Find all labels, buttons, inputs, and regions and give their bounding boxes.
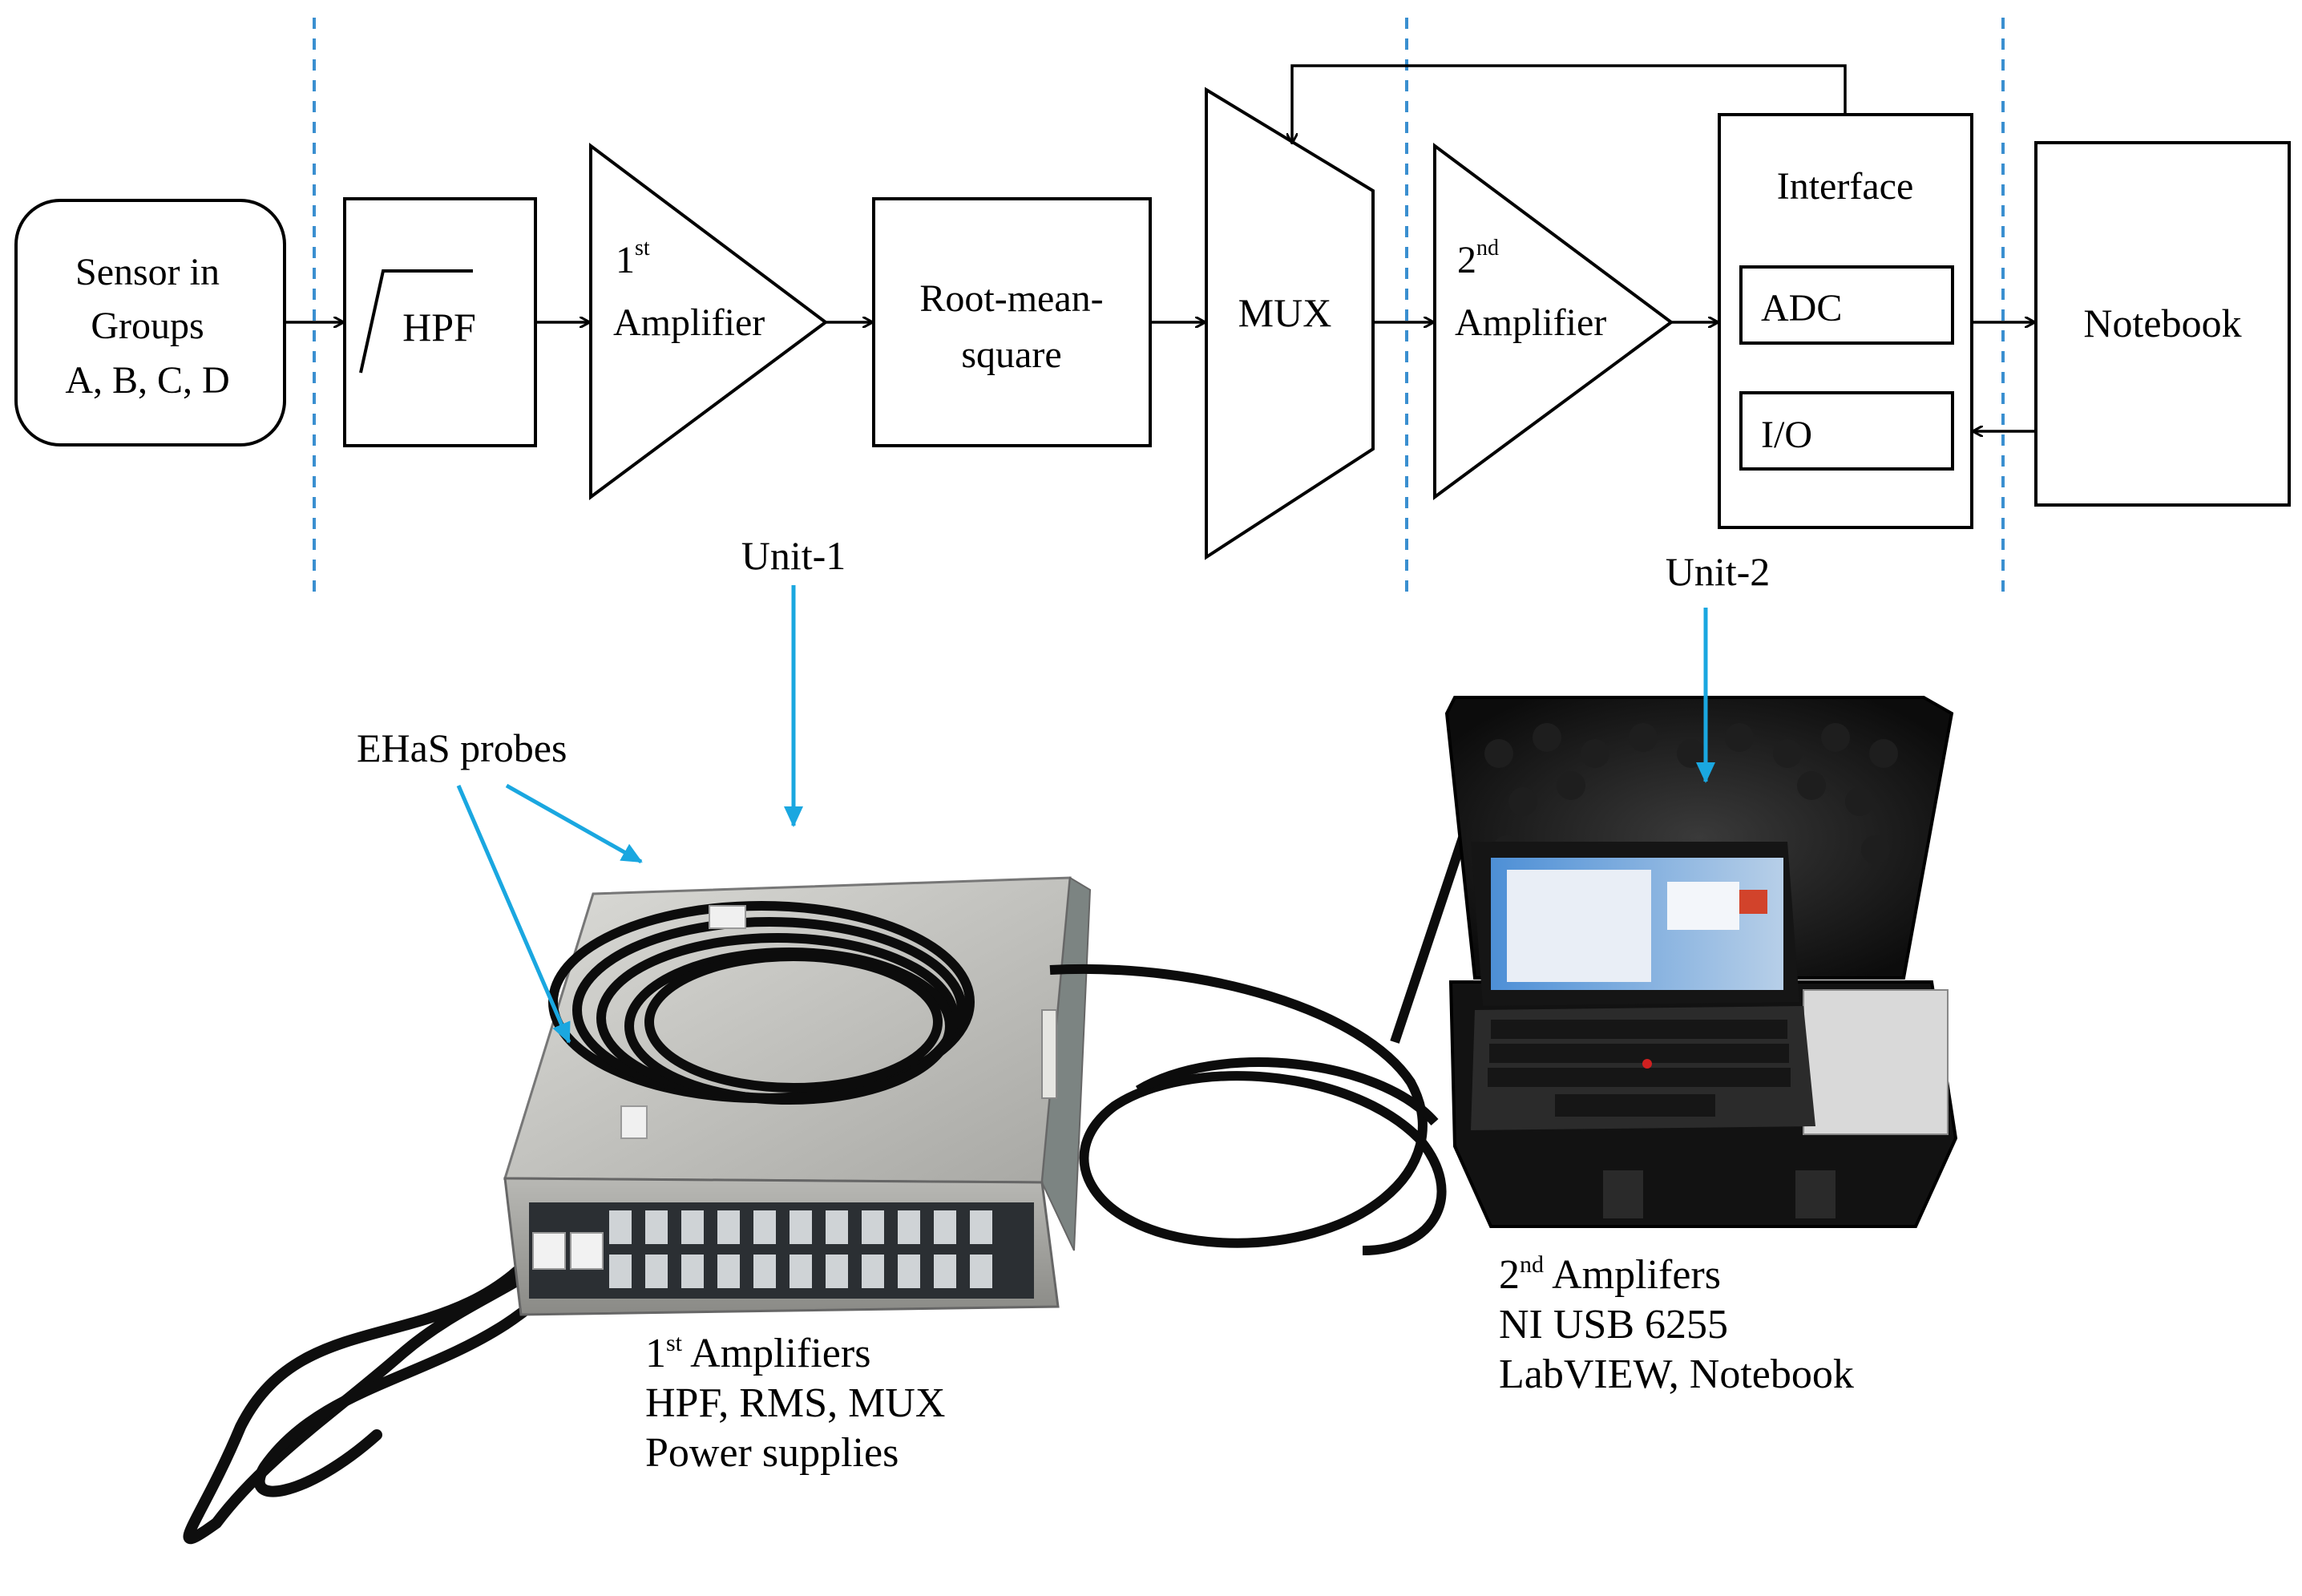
carrying-case (1444, 696, 1958, 1228)
mux-label: MUX (1238, 290, 1332, 335)
chassis-panel (529, 1202, 1034, 1299)
rms-label-line2: square (961, 333, 1061, 376)
amplifier-1-number: 1st (616, 236, 650, 281)
rms-block: Root-mean- square (872, 197, 1152, 447)
cable-tag-top (709, 905, 746, 929)
probe-pointer-2 (456, 785, 571, 1044)
adc-label: ADC (1761, 287, 1842, 329)
cable-tag-bottom (620, 1105, 648, 1139)
left-caption: 1st Amplifiers HPF, RMS, MUX Power suppl… (645, 1329, 945, 1478)
connection-cable (1049, 824, 1472, 1255)
probes-label: EHaS probes (357, 725, 567, 770)
sensor-label-line1: Sensor in (75, 251, 220, 293)
right-caption: 2nd Amplifers NI USB 6255 LabVIEW, Noteb… (1499, 1251, 1854, 1400)
left-caption-line1: 1st Amplifiers (645, 1330, 871, 1376)
amplifier-chassis (503, 876, 1092, 1316)
rms-label-line1: Root-mean- (919, 277, 1103, 320)
trackpoint (1642, 1059, 1652, 1069)
probe-cables (183, 1237, 591, 1545)
sensor-label-line2: Groups (91, 305, 204, 347)
interface-block: Interface ADC I/O (1718, 113, 1973, 529)
sensor-block: Sensor in Groups A, B, C, D (14, 199, 286, 446)
adc-block (1739, 265, 1954, 345)
notebook-label: Notebook (2083, 301, 2241, 345)
signal-arrows (285, 64, 2036, 431)
mux-block: MUX (1205, 87, 1375, 560)
io-block (1739, 391, 1954, 471)
right-caption-line1: 2nd Amplifers (1499, 1251, 1721, 1298)
amplifier-1-label: Amplifier (613, 301, 765, 344)
amplifier-1-block: 1st Amplifier (589, 142, 829, 500)
sensor-label-line3: A, B, C, D (65, 359, 229, 402)
left-caption-line2: HPF, RMS, MUX (645, 1380, 946, 1426)
amplifier-2-label: Amplifier (1455, 301, 1606, 344)
probe-pointer-1 (505, 783, 643, 864)
highpass-response-icon (359, 269, 473, 374)
case-panel (1803, 989, 1949, 1135)
hpf-label: HPF (402, 305, 476, 350)
case-latches (1603, 1170, 1836, 1218)
unit-2-label: Unit-2 (1666, 549, 1771, 594)
connector-row (609, 1210, 992, 1288)
amplifier-2-number: 2nd (1457, 236, 1499, 281)
section-dividers (313, 18, 2005, 593)
unit-1-label: Unit-1 (741, 533, 846, 578)
interface-label: Interface (1777, 165, 1914, 208)
right-caption-line2: NI USB 6255 (1499, 1302, 1729, 1348)
equipment-photo: EHaS probes (183, 585, 1958, 1545)
chassis-handle (1041, 1009, 1057, 1099)
arrow-feedback-mux (1292, 64, 1847, 143)
keyboard-keys (1488, 1020, 1791, 1117)
left-caption-line3: Power supplies (645, 1430, 899, 1476)
hpf-block: HPF (343, 197, 537, 447)
right-caption-line3: LabVIEW, Notebook (1499, 1352, 1854, 1397)
io-label: I/O (1761, 414, 1812, 456)
amplifier-2-block: 2nd Amplifier (1433, 143, 1674, 500)
notebook-block: Notebook (2034, 141, 2291, 507)
probe-plugs (532, 1232, 604, 1270)
pointer-arrows (456, 585, 1715, 1044)
laptop (1471, 842, 1815, 1130)
